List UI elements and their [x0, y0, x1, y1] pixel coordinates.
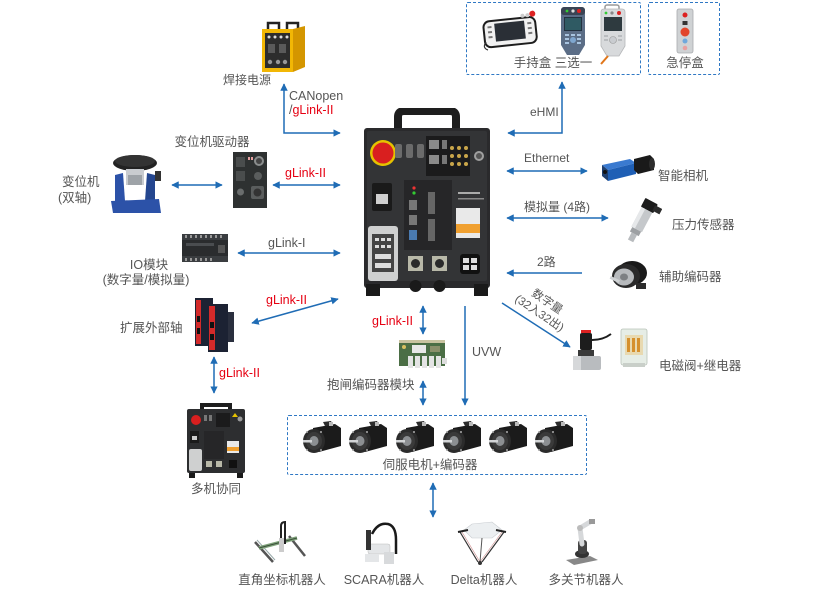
- uvw-link-label: UVW: [472, 345, 502, 359]
- welder-link-separator: /: [289, 103, 293, 117]
- robot-controller-image: [364, 108, 490, 296]
- aux-encoder-link-label: 2路: [537, 255, 556, 269]
- robot-type-cartesian-label: 直角坐标机器人: [238, 573, 326, 587]
- servo-motor-group-box: [287, 415, 587, 475]
- positioner-driver-label: 变位机驱动器: [174, 135, 250, 149]
- analog-link-label: 模拟量 (4路): [524, 200, 591, 214]
- delta-robot-image: [457, 521, 507, 565]
- robot-type-scara-label: SCARA机器人: [343, 573, 425, 587]
- ethernet-link-label: Ethernet: [524, 151, 570, 165]
- io-module-sublabel: (数字量/模拟量): [102, 273, 190, 287]
- aux-encoder-label: 辅助编码器: [659, 270, 722, 284]
- multi-robot-controller-image: [187, 403, 245, 478]
- estop-box-image: [676, 8, 694, 54]
- welder-label: 焊接电源: [222, 73, 272, 87]
- servo-motor-image: [487, 420, 529, 458]
- pressure-sensor-label: 压力传感器: [672, 218, 735, 232]
- external-axis-link-label: gLink-II: [266, 293, 307, 307]
- positioner-sublabel: (双轴): [58, 191, 92, 205]
- positioner-driver-link-label: gLink-II: [285, 166, 326, 180]
- estop-box-label: 急停盒: [666, 56, 704, 70]
- aux-encoder-image: [609, 261, 647, 289]
- solenoid-valve-image: [573, 330, 612, 370]
- brake-encoder-module-image: [399, 340, 447, 368]
- cartesian-robot-image: [254, 520, 306, 563]
- external-axis-label: 扩展外部轴: [120, 321, 183, 335]
- teach-pendant-handheld-blue-image: [561, 7, 585, 55]
- brake-module-link-label: gLink-II: [372, 314, 413, 328]
- teach-pendant-label: 手持盒 三选一: [513, 56, 593, 70]
- positioner-driver-image: [233, 152, 267, 208]
- io-module-label: IO模块: [129, 258, 169, 272]
- io-module-image: [182, 234, 228, 262]
- multi-robot-label: 多机协同: [190, 482, 242, 496]
- multi-robot-link-label: gLink-II: [219, 366, 260, 380]
- servo-motor-group-label: 伺服电机+编码器: [382, 458, 478, 472]
- servo-motor-image: [533, 420, 575, 458]
- teach-pendant-group-box: [466, 2, 641, 75]
- servo-motor-image: [301, 420, 343, 458]
- scara-robot-image: [365, 522, 398, 564]
- servo-motor-image: [347, 420, 389, 458]
- servo-motor-image: [441, 420, 483, 458]
- smart-camera-label: 智能相机: [658, 169, 709, 183]
- welder-image: [262, 21, 305, 72]
- pressure-sensor-image: [627, 198, 662, 243]
- servo-motor-image: [394, 420, 436, 458]
- brake-encoder-module-label: 抱闸编码器模块: [327, 378, 415, 392]
- welder-link-label: CANopen /gLink-II: [289, 89, 343, 117]
- estop-group-box: [648, 2, 720, 75]
- valve-relay-label: 电磁阀+继电器: [659, 359, 742, 373]
- positioner-label: 变位机: [62, 175, 100, 189]
- smart-camera-image: [602, 155, 655, 181]
- welder-link-glink-text: gLink-II: [292, 103, 334, 117]
- positioner-image: [111, 155, 161, 213]
- external-axis-drive-image: [195, 298, 234, 352]
- articulated-robot-image: [566, 519, 598, 565]
- teach-pendant-handheld-white-image: [600, 4, 626, 65]
- welder-link-protocol-glink: /gLink-II: [289, 103, 343, 117]
- ehmi-link-label: eHMI: [530, 105, 559, 119]
- relay-image: [620, 328, 648, 367]
- robot-type-delta-label: Delta机器人: [450, 573, 518, 587]
- digital-io-link-label: 数字量 (32入32出): [512, 281, 574, 336]
- teach-pendant-tablet-image: [482, 10, 538, 51]
- io-module-link-label: gLink-I: [268, 236, 306, 250]
- robot-type-articulated-label: 多关节机器人: [548, 573, 624, 587]
- welder-link-protocol-canopen: CANopen: [289, 89, 344, 103]
